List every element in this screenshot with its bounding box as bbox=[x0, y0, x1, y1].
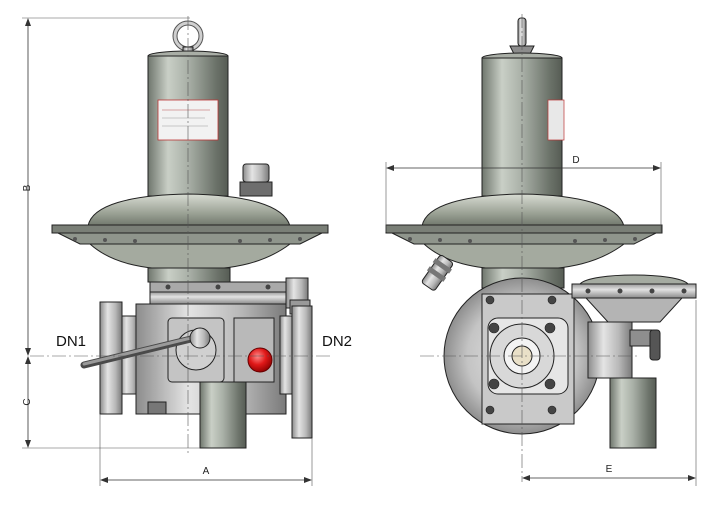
dimension-d: D bbox=[385, 155, 662, 232]
dimension-c: C bbox=[22, 356, 200, 449]
dimension-label-d: D bbox=[572, 155, 579, 166]
dimension-label-a: A bbox=[203, 466, 210, 477]
valve-top-plate bbox=[149, 277, 311, 315]
outlet-port-label: DN2 bbox=[322, 333, 352, 350]
valve-body bbox=[99, 301, 313, 449]
side-spring-housing bbox=[481, 52, 565, 197]
outlet-flange bbox=[291, 305, 313, 439]
dimension-a: A bbox=[99, 414, 313, 486]
side-view: D E bbox=[385, 14, 697, 486]
dimension-label-b: B bbox=[22, 184, 33, 191]
shutoff-lever bbox=[80, 327, 211, 369]
breather-fitting bbox=[421, 254, 454, 291]
side-shutoff-device bbox=[571, 274, 697, 449]
bottom-cap bbox=[199, 381, 247, 449]
dimension-b: B bbox=[22, 17, 190, 356]
diaphragm-housing bbox=[51, 193, 329, 271]
dimension-label-e: E bbox=[606, 464, 613, 475]
inlet-port-label: DN1 bbox=[56, 333, 86, 350]
side-diaphragm-housing bbox=[385, 193, 663, 291]
dimension-label-c: C bbox=[22, 398, 33, 405]
reset-button bbox=[247, 347, 273, 373]
dimension-e: E bbox=[522, 300, 697, 486]
breather-cap bbox=[239, 163, 273, 197]
front-view: B C A DN1 DN2 bbox=[22, 16, 352, 486]
